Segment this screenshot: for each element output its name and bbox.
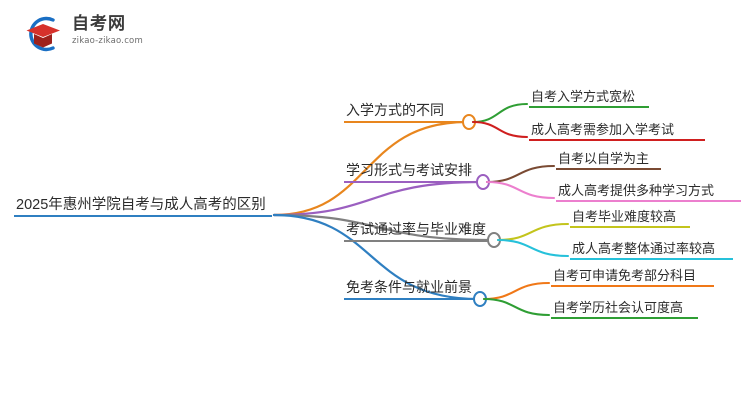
leaf-node-3-1[interactable]: 自考毕业难度较高 (570, 206, 690, 228)
logo-icon (26, 16, 60, 52)
connector-line (485, 164, 556, 184)
node-label: 2025年惠州学院自考与成人高考的区别 (16, 197, 266, 213)
connector-line (471, 120, 529, 139)
node-label: 成人高考需参加入学考试 (531, 122, 675, 137)
branch-node-4[interactable]: 免考条件与就业前景 (344, 277, 474, 300)
logo-name: 自考网 (72, 14, 126, 33)
branch-node-2[interactable]: 学习形式与考试安排 (344, 160, 475, 183)
leaf-node-3-2[interactable]: 成人高考整体通过率较高 (570, 238, 733, 260)
node-label: 入学方式的不同 (346, 102, 444, 118)
leaf-node-4-2[interactable]: 自考学历社会认可度高 (551, 297, 698, 319)
branch-node-3[interactable]: 考试通过率与毕业难度 (344, 219, 488, 242)
connector-line (496, 238, 570, 258)
logo-domain: zikao-zikao.com (72, 36, 143, 46)
node-label: 自考可申请免考部分科目 (553, 268, 697, 283)
node-label: 免考条件与就业前景 (346, 279, 472, 295)
leaf-node-2-2[interactable]: 成人高考提供多种学习方式 (556, 180, 741, 202)
node-label: 成人高考提供多种学习方式 (558, 183, 715, 198)
connector-line (471, 102, 529, 124)
connector-line (272, 120, 469, 217)
node-label: 考试通过率与毕业难度 (346, 221, 486, 237)
node-label: 自考入学方式宽松 (531, 89, 636, 104)
node-label: 自考毕业难度较高 (572, 209, 677, 224)
node-label: 自考以自学为主 (558, 151, 650, 166)
branch-node-1[interactable]: 入学方式的不同 (344, 100, 461, 123)
leaf-node-4-1[interactable]: 自考可申请免考部分科目 (551, 265, 714, 287)
connector-line (482, 281, 551, 301)
connector-line (482, 297, 551, 317)
site-logo[interactable]: 自考网 zikao-zikao.com (22, 10, 162, 58)
logo-text: 自考网 zikao-zikao.com (72, 14, 164, 46)
connector-line (272, 213, 480, 301)
connector-line (496, 222, 570, 242)
node-label: 自考学历社会认可度高 (553, 300, 684, 315)
leaf-node-1-1[interactable]: 自考入学方式宽松 (529, 86, 649, 108)
node-label: 学习形式与考试安排 (346, 162, 472, 178)
connector-line (272, 213, 494, 242)
node-label: 成人高考整体通过率较高 (572, 241, 716, 256)
connector-line (485, 180, 556, 200)
leaf-node-2-1[interactable]: 自考以自学为主 (556, 148, 661, 170)
leaf-node-1-2[interactable]: 成人高考需参加入学考试 (529, 119, 705, 141)
connector-line (272, 180, 483, 217)
root-node[interactable]: 2025年惠州学院自考与成人高考的区别 (14, 193, 272, 217)
